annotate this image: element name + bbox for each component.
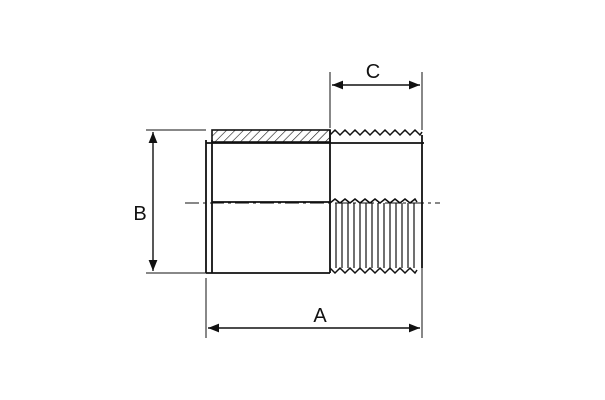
external-thread <box>329 128 423 137</box>
dimension-a-label: A <box>313 305 327 327</box>
dimension-c-label: C <box>366 61 380 83</box>
dimension-b-label: B <box>133 203 146 225</box>
internal-thread-section <box>329 197 418 275</box>
extension-lines <box>146 72 423 338</box>
hatched-wall-section <box>211 129 331 143</box>
